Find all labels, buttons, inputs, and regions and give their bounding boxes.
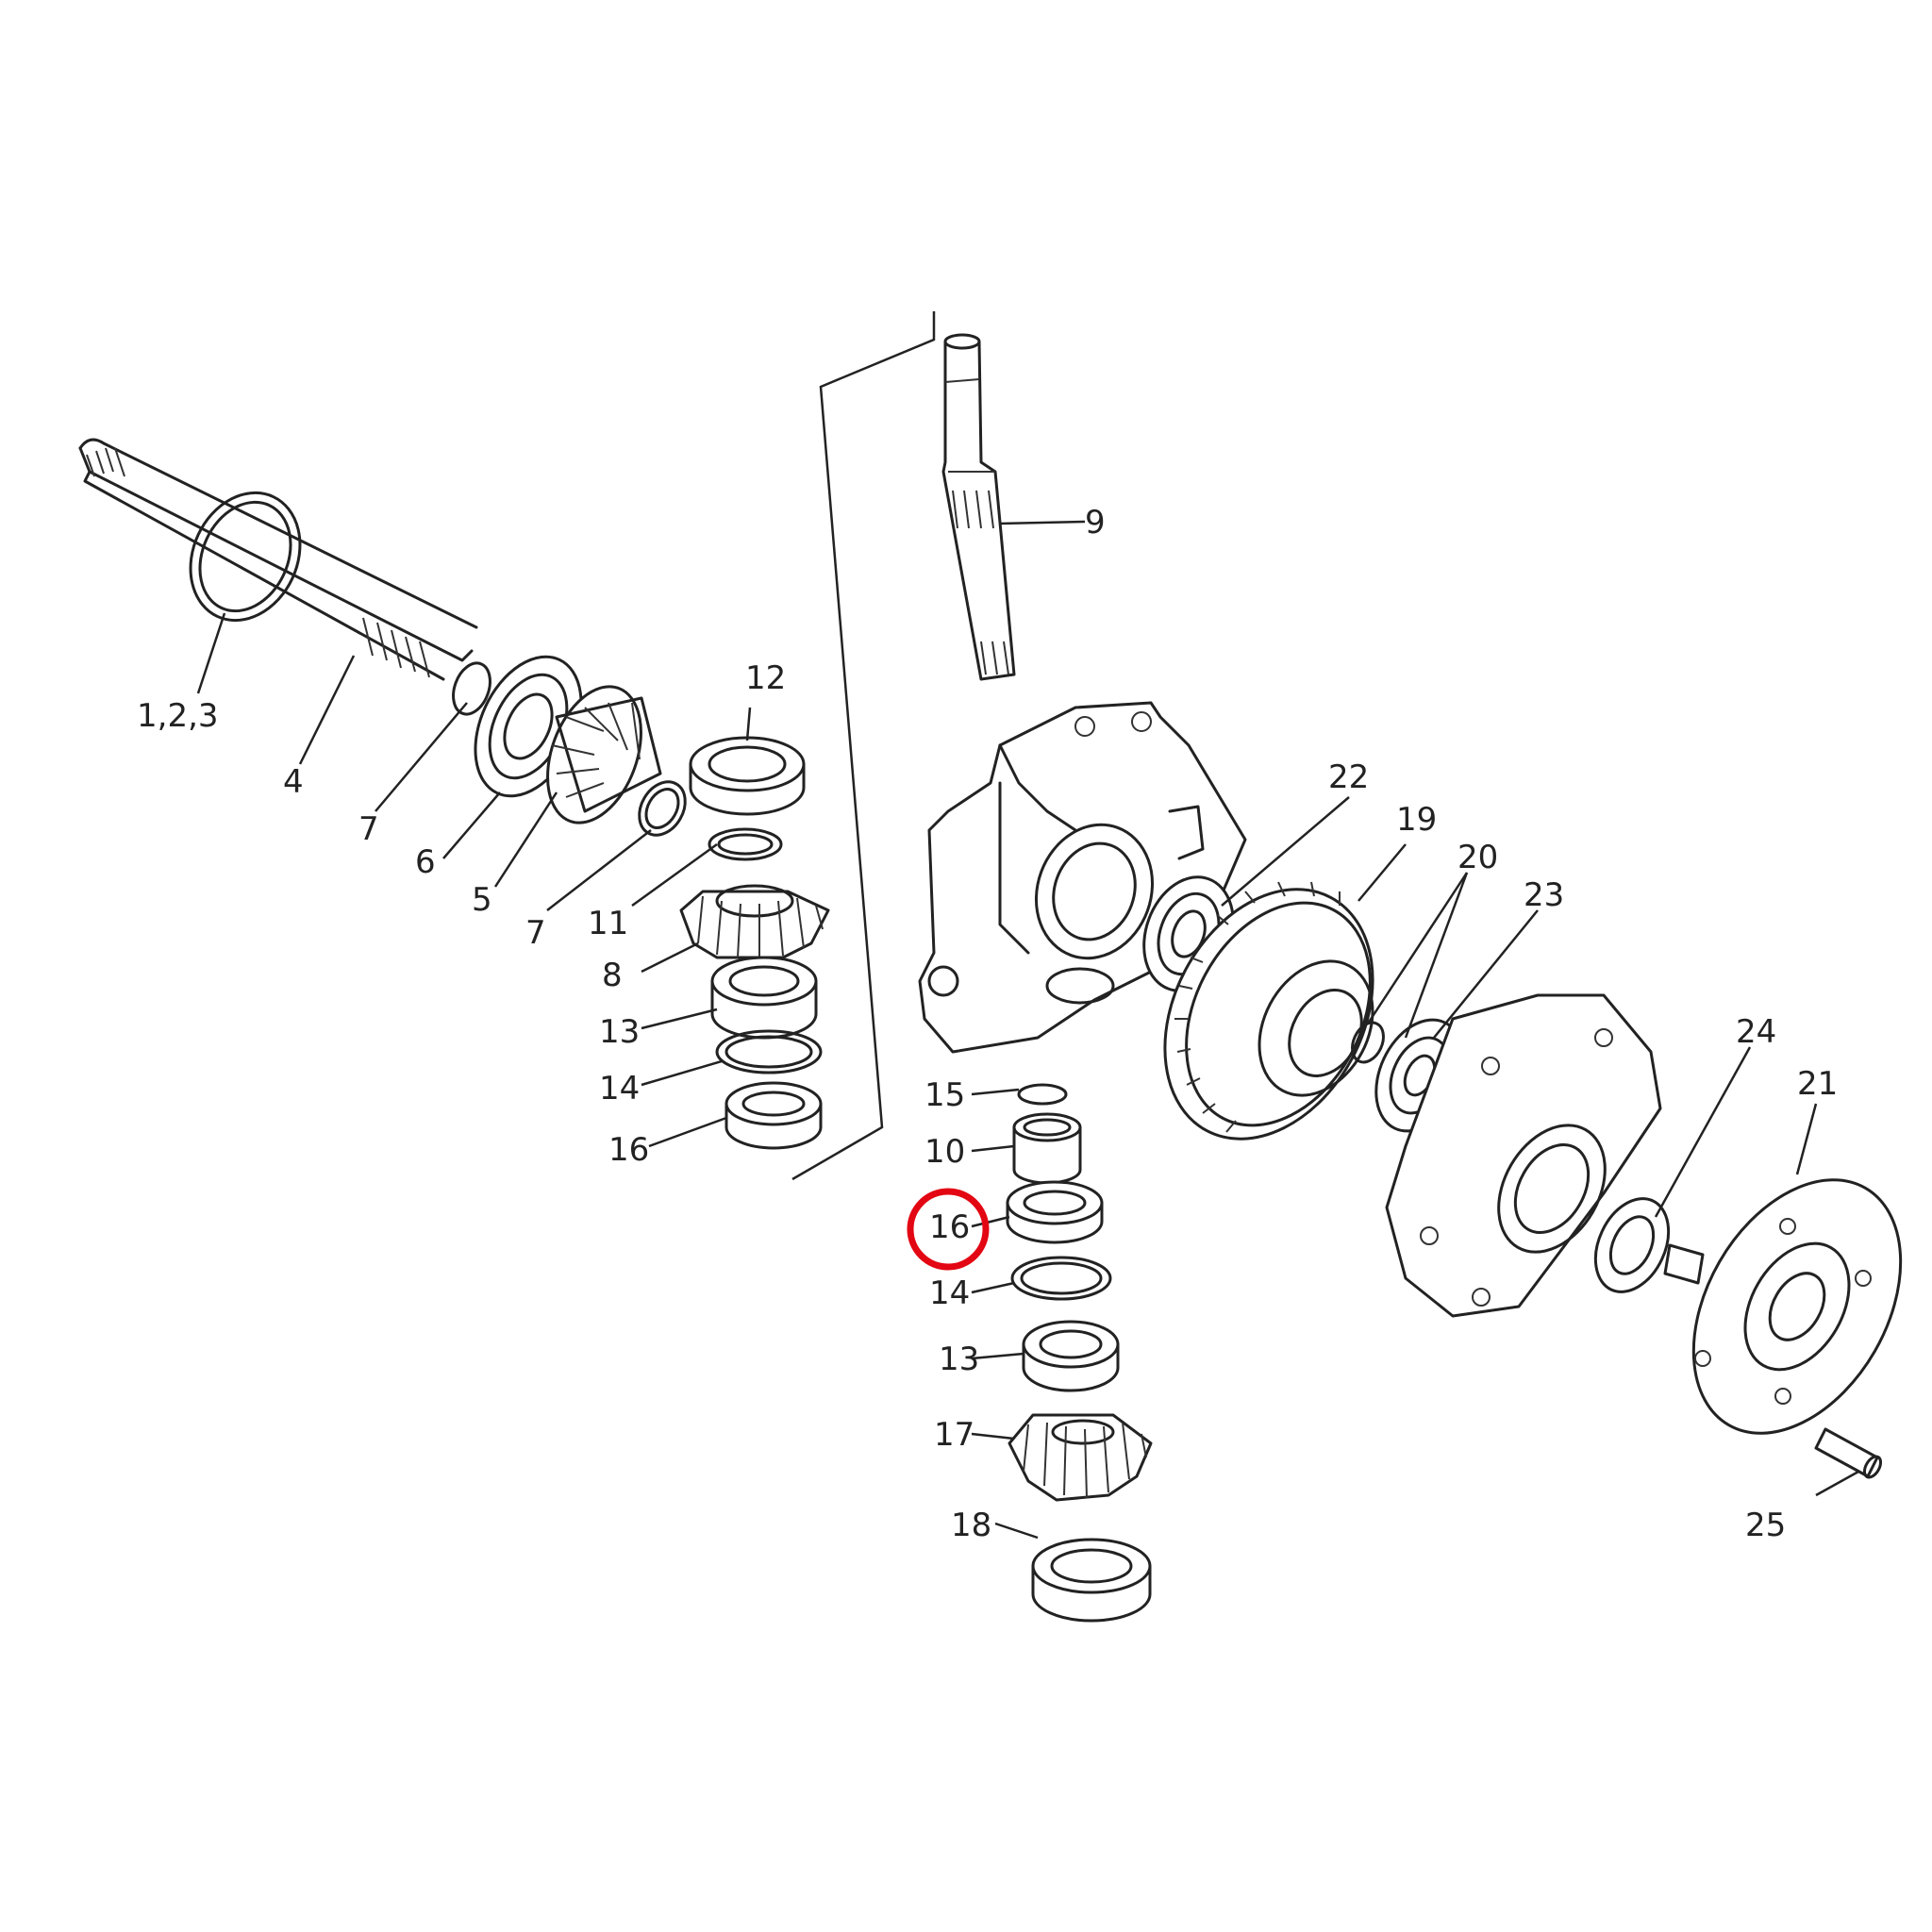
part-25-stud[interactable] bbox=[1814, 1427, 1884, 1480]
callout-labels: 1,2,3 4 7 6 5 7 12 11 8 13 14 16 9 15 10… bbox=[137, 504, 1838, 1544]
part-13-bearing-left[interactable] bbox=[710, 956, 818, 1040]
part-5-bevel-pinion[interactable] bbox=[530, 674, 662, 836]
callout-13-left: 13 bbox=[599, 1013, 640, 1051]
callout-5: 5 bbox=[472, 881, 492, 919]
part-13-bearing-center[interactable] bbox=[1022, 1320, 1120, 1392]
callout-11: 11 bbox=[588, 905, 628, 942]
part-11-washer[interactable] bbox=[708, 827, 783, 861]
callout-8: 8 bbox=[602, 957, 623, 994]
leader-lines bbox=[196, 520, 1859, 1540]
callout-17: 17 bbox=[934, 1416, 974, 1454]
part-10-sleeve[interactable] bbox=[1012, 1112, 1082, 1185]
part-15-o-ring[interactable] bbox=[1017, 1083, 1068, 1106]
part-19-ring-gear[interactable] bbox=[1124, 853, 1414, 1174]
callout-24: 24 bbox=[1736, 1013, 1776, 1051]
part-24-spacer[interactable] bbox=[1581, 1187, 1682, 1304]
callout-16-center: 16 bbox=[929, 1208, 970, 1246]
callout-7-upper: 7 bbox=[358, 810, 379, 848]
part-21-hub-flange[interactable] bbox=[1651, 1143, 1932, 1470]
callout-16-left: 16 bbox=[608, 1131, 649, 1169]
part-14-snap-ring-left[interactable] bbox=[715, 1029, 823, 1074]
part-9-vertical-shaft[interactable] bbox=[941, 333, 1016, 681]
callout-13-center: 13 bbox=[939, 1341, 979, 1378]
assembly-bracket-line bbox=[791, 311, 936, 1181]
callout-4: 4 bbox=[283, 763, 304, 801]
callout-14-center: 14 bbox=[929, 1274, 970, 1312]
callout-7-lower: 7 bbox=[525, 914, 546, 952]
callout-6: 6 bbox=[415, 843, 436, 881]
callout-14-left: 14 bbox=[599, 1070, 640, 1108]
part-18-bearing[interactable] bbox=[1031, 1538, 1152, 1623]
callout-10: 10 bbox=[924, 1133, 965, 1171]
callout-20: 20 bbox=[1457, 839, 1498, 876]
callout-25: 25 bbox=[1745, 1507, 1786, 1544]
part-16-seal-center[interactable] bbox=[1006, 1180, 1104, 1244]
part-14-snap-ring-center[interactable] bbox=[1010, 1256, 1112, 1301]
callout-1-2-3: 1,2,3 bbox=[137, 697, 219, 735]
highlight-circle bbox=[907, 1188, 990, 1271]
part-8-bevel-gear[interactable] bbox=[679, 884, 830, 959]
part-16-seal-left[interactable] bbox=[724, 1081, 823, 1150]
callout-19: 19 bbox=[1396, 801, 1437, 839]
part-17-bevel-gear[interactable] bbox=[1008, 1413, 1153, 1502]
callout-15: 15 bbox=[924, 1076, 965, 1114]
part-4-main-shaft[interactable] bbox=[78, 438, 478, 681]
part-12-bearing[interactable] bbox=[689, 736, 806, 816]
callout-18: 18 bbox=[951, 1507, 991, 1544]
gear-housing[interactable] bbox=[918, 701, 1247, 1054]
callout-12: 12 bbox=[745, 659, 786, 697]
part-7-snap-ring-upper[interactable] bbox=[447, 658, 497, 720]
callout-22: 22 bbox=[1328, 758, 1369, 796]
callout-9: 9 bbox=[1085, 504, 1106, 541]
part-20-thrust-washer[interactable] bbox=[1346, 1018, 1390, 1068]
callout-23: 23 bbox=[1524, 876, 1564, 914]
cover-plate[interactable] bbox=[1385, 993, 1662, 1318]
callout-21: 21 bbox=[1797, 1065, 1838, 1103]
part-1-2-3-shim-ring[interactable] bbox=[171, 475, 321, 638]
